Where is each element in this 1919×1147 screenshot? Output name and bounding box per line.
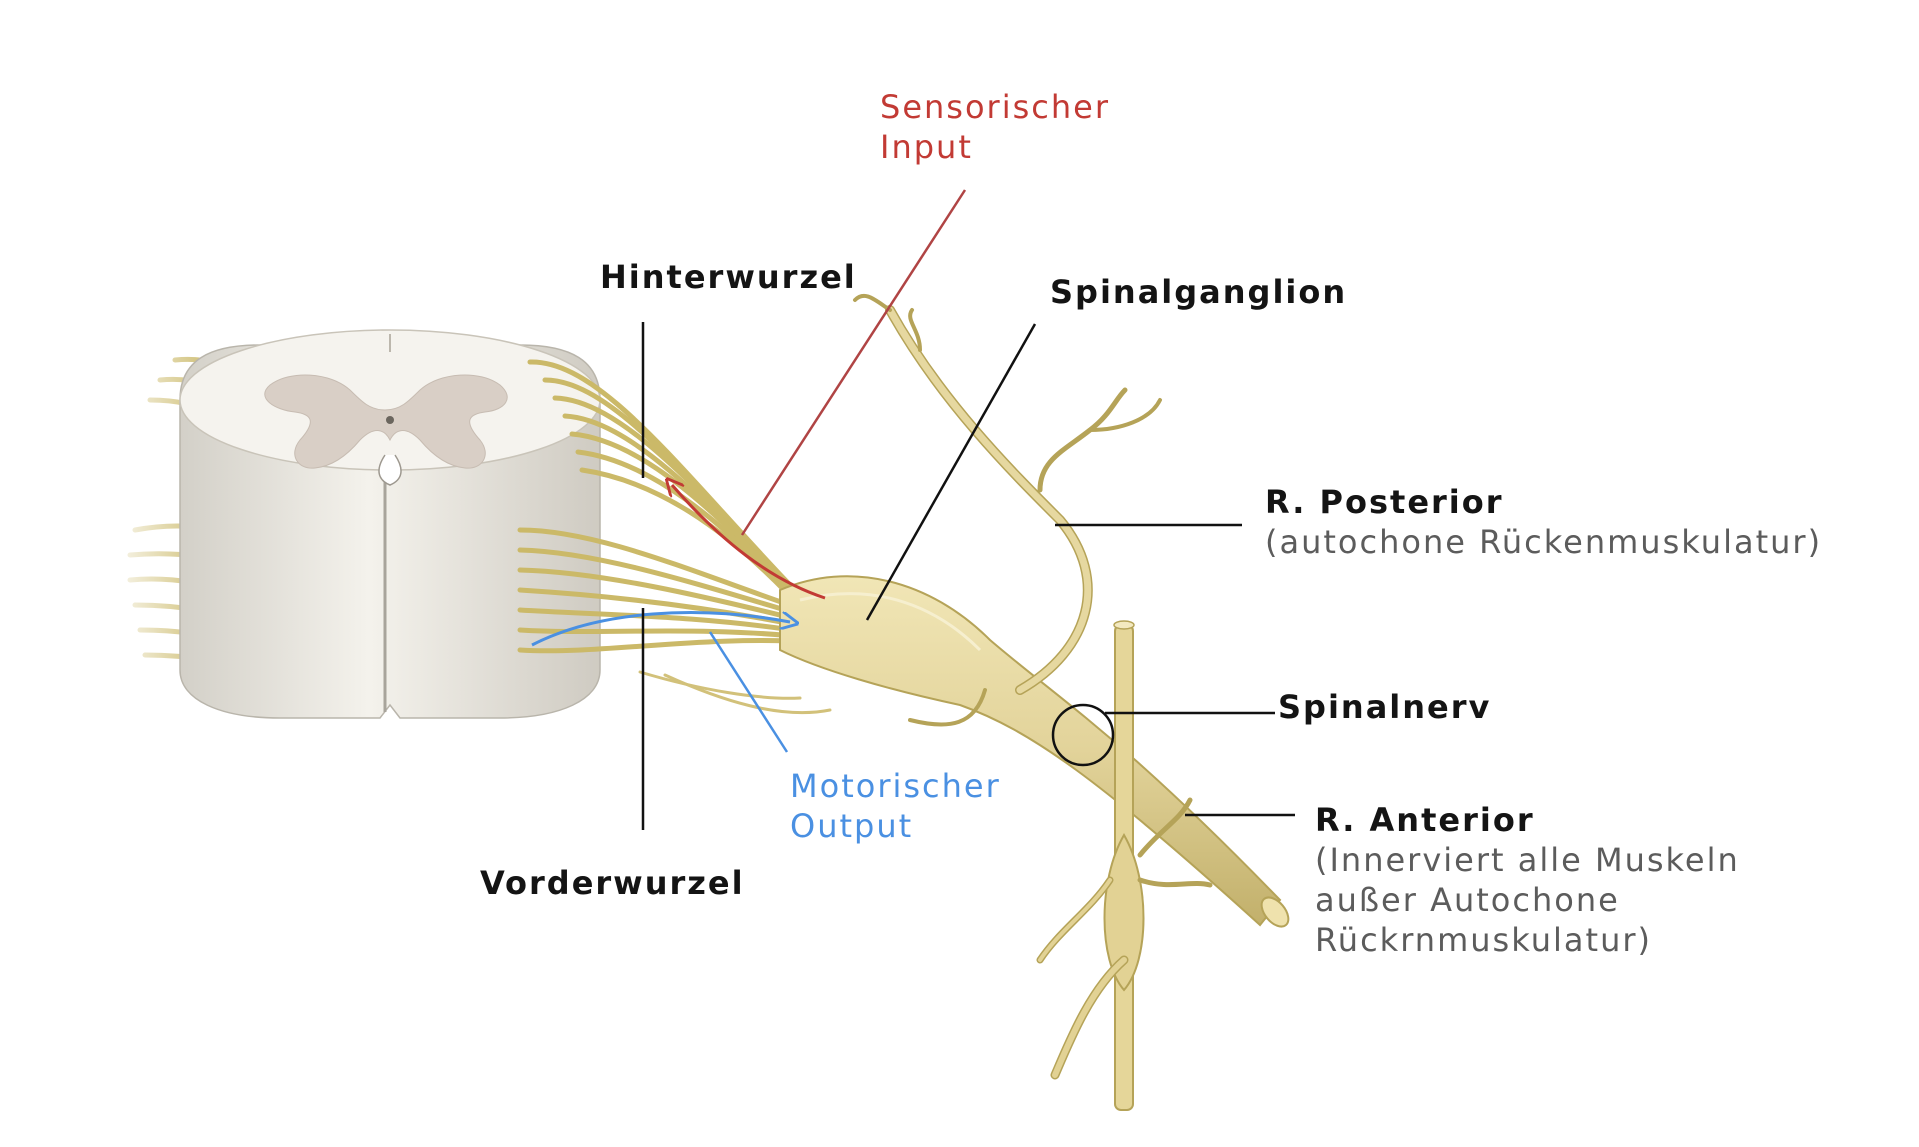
posterior-ramus-title: R. Posterior bbox=[1265, 483, 1504, 521]
right-rootlets bbox=[517, 359, 815, 654]
sensory-line-2: Input bbox=[880, 128, 973, 166]
motor-output-label: Motorischer Output bbox=[790, 766, 1001, 846]
motor-line-1: Motorischer bbox=[790, 767, 1001, 805]
leader-ganglion bbox=[865, 323, 1037, 621]
spinal-nerve-circle bbox=[1051, 703, 1115, 767]
ventral-root-label: Vorderwurzel bbox=[480, 864, 745, 902]
posterior-ramus bbox=[853, 293, 1162, 727]
motor-line-2: Output bbox=[790, 807, 914, 845]
leader-sensory bbox=[740, 189, 967, 536]
sympathetic-trunk bbox=[1036, 620, 1213, 1111]
leader-lines bbox=[641, 189, 1295, 830]
anterior-ramus-label: R. Anterior (Innerviert alle Muskeln auß… bbox=[1315, 800, 1740, 960]
sensory-input-label: Sensorischer Input bbox=[880, 87, 1110, 167]
leader-motor bbox=[708, 631, 789, 753]
posterior-ramus-label: R. Posterior (autochone Rückenmuskulatur… bbox=[1265, 482, 1822, 562]
anterior-ramus-note-2: außer Autochone bbox=[1315, 881, 1620, 919]
anterior-ramus-note-3: Rückrnmuskulatur) bbox=[1315, 921, 1652, 959]
ventral-twigs bbox=[638, 670, 832, 715]
spinal-nerve-label: Spinalnerv bbox=[1278, 688, 1492, 726]
nerve-trunk bbox=[779, 575, 1290, 928]
anterior-ramus-note-1: (Innerviert alle Muskeln bbox=[1315, 841, 1740, 879]
anterior-ramus-title: R. Anterior bbox=[1315, 801, 1535, 839]
spinal-cord bbox=[179, 329, 601, 719]
dorsal-root-label: Hinterwurzel bbox=[600, 258, 857, 296]
sensory-line-1: Sensorischer bbox=[880, 88, 1110, 126]
motor-arrow bbox=[531, 611, 790, 647]
sensory-arrow bbox=[672, 485, 826, 600]
posterior-ramus-note: (autochone Rückenmuskulatur) bbox=[1265, 523, 1823, 561]
spinal-ganglion-label: Spinalganglion bbox=[1050, 273, 1348, 311]
